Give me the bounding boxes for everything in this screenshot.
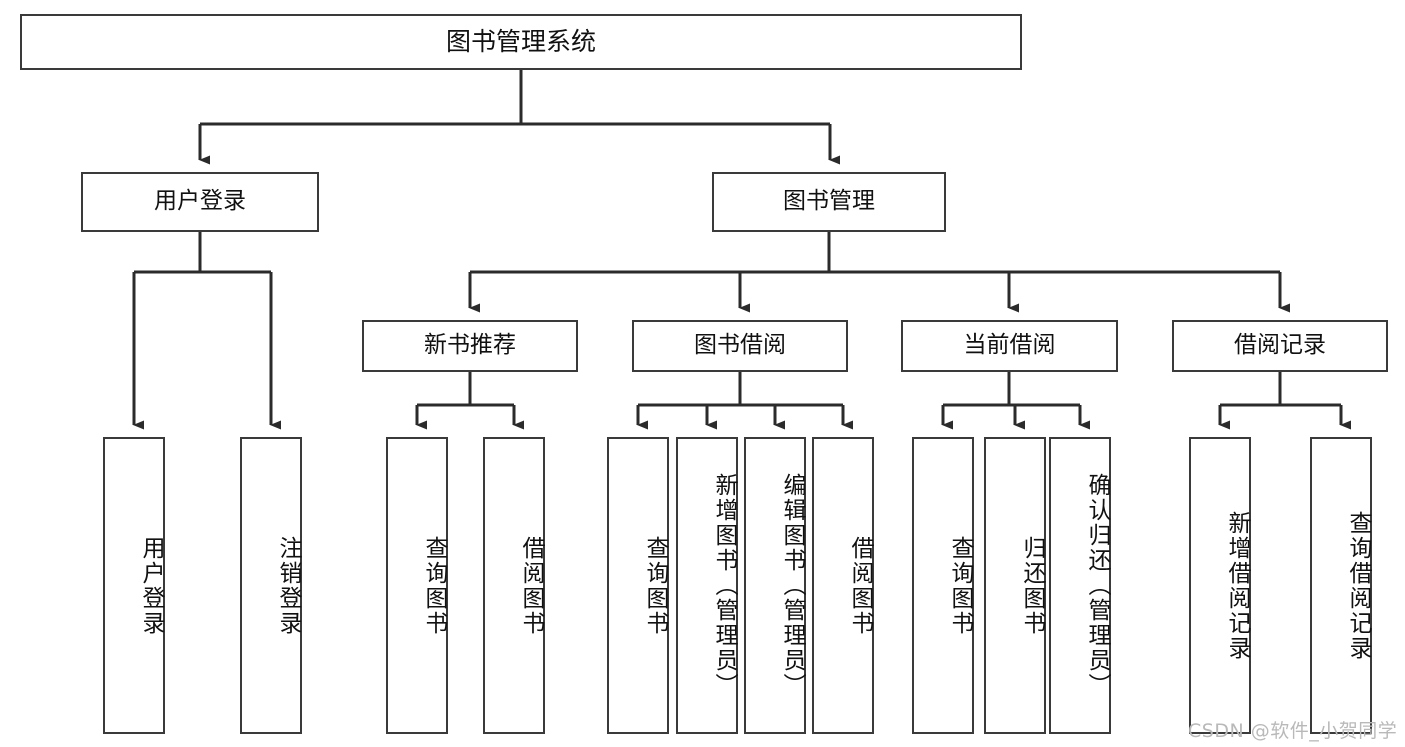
node-root-label: 图书管理系统 [445, 27, 596, 56]
node-book-manage-label: 图书管理 [783, 188, 875, 215]
leaf-return-book-label: 归还图书 [1019, 535, 1045, 636]
leaf-logout-label: 注销登录 [275, 535, 301, 636]
leaf-query-record-label: 查询借阅记录 [1345, 510, 1371, 661]
leaf-query-book-2-label: 查询图书 [642, 535, 668, 636]
node-borrow-record-label: 借阅记录 [1234, 332, 1326, 359]
leaf-query-book-1[interactable]: 查询图书 [386, 437, 448, 734]
leaf-return-book[interactable]: 归还图书 [984, 437, 1046, 734]
leaf-add-record-label: 新增借阅记录 [1224, 510, 1250, 661]
leaf-user-login[interactable]: 用户登录 [103, 437, 165, 734]
leaf-add-book-label: 新增图书（管理员） [711, 473, 737, 698]
leaf-add-book[interactable]: 新增图书（管理员） [676, 437, 738, 734]
leaf-query-book-2[interactable]: 查询图书 [607, 437, 669, 734]
node-current-borrow[interactable]: 当前借阅 [901, 320, 1118, 372]
node-book-borrow[interactable]: 图书借阅 [632, 320, 848, 372]
node-user-login-label: 用户登录 [154, 188, 246, 215]
leaf-borrow-book-1-label: 借阅图书 [518, 535, 544, 636]
leaf-logout[interactable]: 注销登录 [240, 437, 302, 734]
leaf-confirm-return[interactable]: 确认归还（管理员） [1049, 437, 1111, 734]
node-new-book-rec-label: 新书推荐 [424, 332, 516, 359]
leaf-borrow-book-2-label: 借阅图书 [847, 535, 873, 636]
node-user-login[interactable]: 用户登录 [81, 172, 319, 232]
leaf-edit-book-label: 编辑图书（管理员） [779, 473, 805, 698]
leaf-query-book-3[interactable]: 查询图书 [912, 437, 974, 734]
leaf-borrow-book-2[interactable]: 借阅图书 [812, 437, 874, 734]
leaf-borrow-book-1[interactable]: 借阅图书 [483, 437, 545, 734]
leaf-edit-book[interactable]: 编辑图书（管理员） [744, 437, 806, 734]
leaf-confirm-return-label: 确认归还（管理员） [1084, 473, 1110, 698]
node-root[interactable]: 图书管理系统 [20, 14, 1022, 70]
node-book-manage[interactable]: 图书管理 [712, 172, 946, 232]
leaf-query-book-3-label: 查询图书 [947, 535, 973, 636]
leaf-add-record[interactable]: 新增借阅记录 [1189, 437, 1251, 734]
leaf-query-book-1-label: 查询图书 [421, 535, 447, 636]
leaf-user-login-label: 用户登录 [138, 535, 164, 636]
leaf-query-record[interactable]: 查询借阅记录 [1310, 437, 1372, 734]
node-borrow-record[interactable]: 借阅记录 [1172, 320, 1388, 372]
node-current-borrow-label: 当前借阅 [963, 332, 1056, 359]
node-new-book-rec[interactable]: 新书推荐 [362, 320, 578, 372]
node-book-borrow-label: 图书借阅 [694, 332, 786, 359]
